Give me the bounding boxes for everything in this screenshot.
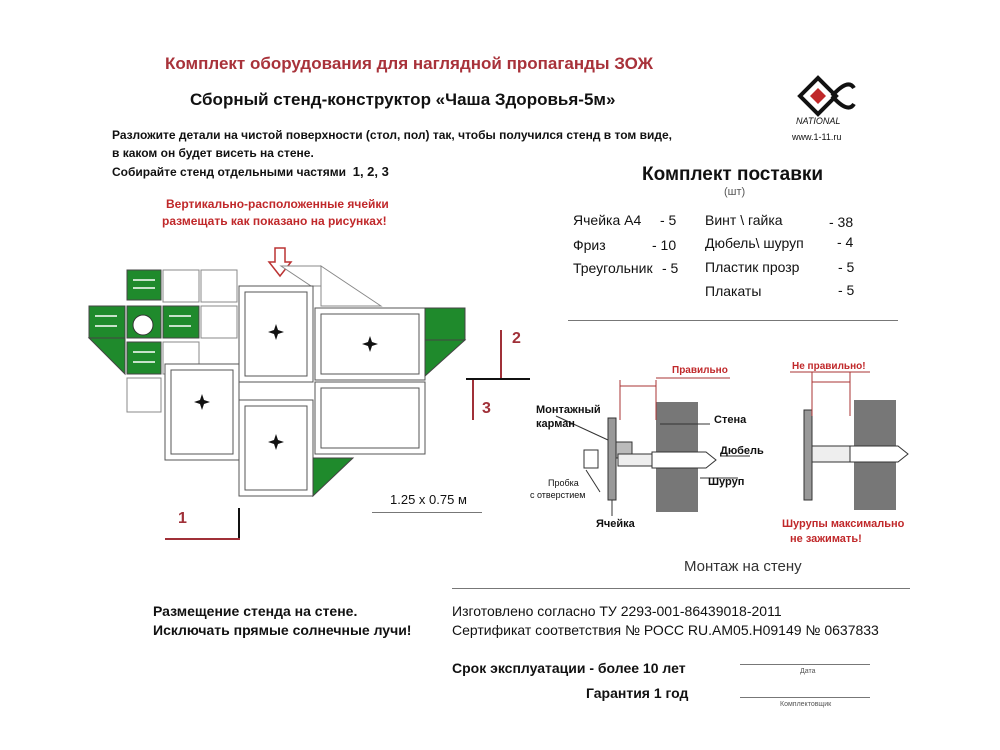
mounting-diagram	[555, 371, 909, 516]
part-1-line	[165, 538, 240, 540]
arrow-down-icon	[267, 247, 293, 278]
instructions-line-3: Собирайте стенд отдельными частями 1, 2,…	[112, 164, 389, 179]
left-frieze-column	[87, 269, 238, 413]
label-plug-1: Пробка	[548, 478, 579, 488]
part-3-marker	[472, 380, 474, 420]
made-by: Изготовлено согласно ТУ 2293-001-8643901…	[452, 603, 782, 619]
kit-title: Комплект поставки	[642, 164, 824, 185]
kit-item-qty: - 5	[838, 282, 855, 298]
placement-line-1: Размещение стенда на стене.	[153, 603, 358, 619]
instructions-line-2: в каком он будет висеть на стене.	[112, 146, 314, 160]
part-2-marker	[500, 330, 502, 378]
kit-item-name: Фриз	[573, 237, 606, 253]
kit-item-name: Ячейка А4	[573, 212, 642, 228]
kit-divider	[568, 320, 898, 321]
document-subtitle: Сборный стенд-конструктор «Чаша Здоровья…	[190, 90, 616, 109]
bowl-emblem-icon	[132, 314, 154, 336]
kit-item-qty: - 5	[660, 212, 677, 228]
correct-label: Правильно	[672, 365, 728, 376]
incorrect-label: Не правильно!	[792, 361, 866, 372]
label-pocket-2: карман	[536, 418, 575, 430]
kit-item-name: Плакаты	[705, 283, 762, 299]
kit-item-qty: - 38	[829, 214, 854, 230]
kit-item-qty: - 10	[652, 237, 677, 253]
packer-label: Комплектовщик	[780, 701, 832, 708]
size-line	[372, 512, 482, 513]
label-wall: Стена	[714, 414, 747, 426]
kit-item-name: Дюбель\ шуруп	[705, 235, 804, 251]
part-1-label: 1	[178, 510, 187, 527]
part-2-label: 2	[512, 330, 521, 347]
label-pocket-1: Монтажный	[536, 404, 601, 416]
kit-item-qty: - 5	[662, 260, 679, 276]
part-3-label: 3	[482, 400, 491, 417]
stand-size: 1.25 х 0.75 м	[390, 492, 467, 507]
screw-note-1: Шурупы максимально	[782, 518, 905, 530]
part-2-line	[466, 378, 530, 380]
logo-mark-icon	[797, 75, 856, 117]
kit-item-qty: - 4	[837, 234, 854, 250]
mounting-caption: Монтаж на стену	[684, 558, 802, 575]
placement-line-2: Исключать прямые солнечные лучи!	[153, 622, 412, 638]
logo-brand: NATIONAL	[796, 116, 841, 126]
date-label: Дата	[800, 668, 816, 675]
packer-line	[740, 697, 870, 698]
kit-item-name: Пластик прозр	[705, 259, 800, 275]
warranty: Гарантия 1 год	[586, 685, 689, 701]
screw-note-2: не зажимать!	[790, 533, 862, 545]
label-dowel: Дюбель	[720, 445, 764, 457]
logo-url: www.1-11.ru	[792, 132, 842, 142]
lifetime: Срок эксплуатации - более 10 лет	[452, 660, 686, 676]
warning-line-1: Вертикально-расположенные ячейки	[166, 197, 389, 211]
kit-item-name: Винт \ гайка	[705, 212, 783, 228]
mount-hole-icon	[194, 324, 378, 450]
kit-item-name: Треугольник	[573, 260, 653, 276]
certificate: Сертификат соответствия № РОСС RU.АМ05.Н…	[452, 622, 879, 638]
footer-divider	[452, 588, 910, 589]
date-line	[740, 664, 870, 665]
label-screw: Шуруп	[708, 476, 745, 488]
label-cell: Ячейка	[596, 518, 635, 530]
instructions-line-1: Разложите детали на чистой поверхности (…	[112, 128, 672, 142]
national-logo: NATIONAL www.1-11.ru	[790, 70, 860, 150]
warning-line-2: размещать как показано на рисунках!	[162, 214, 387, 228]
label-plug-2: с отверстием	[530, 490, 586, 500]
kit-unit: (шт)	[724, 186, 746, 198]
stand-diagram	[87, 247, 467, 498]
part-1-marker	[238, 508, 240, 540]
document-title: Комплект оборудования для наглядной проп…	[165, 54, 653, 73]
kit-item-qty: - 5	[838, 259, 855, 275]
